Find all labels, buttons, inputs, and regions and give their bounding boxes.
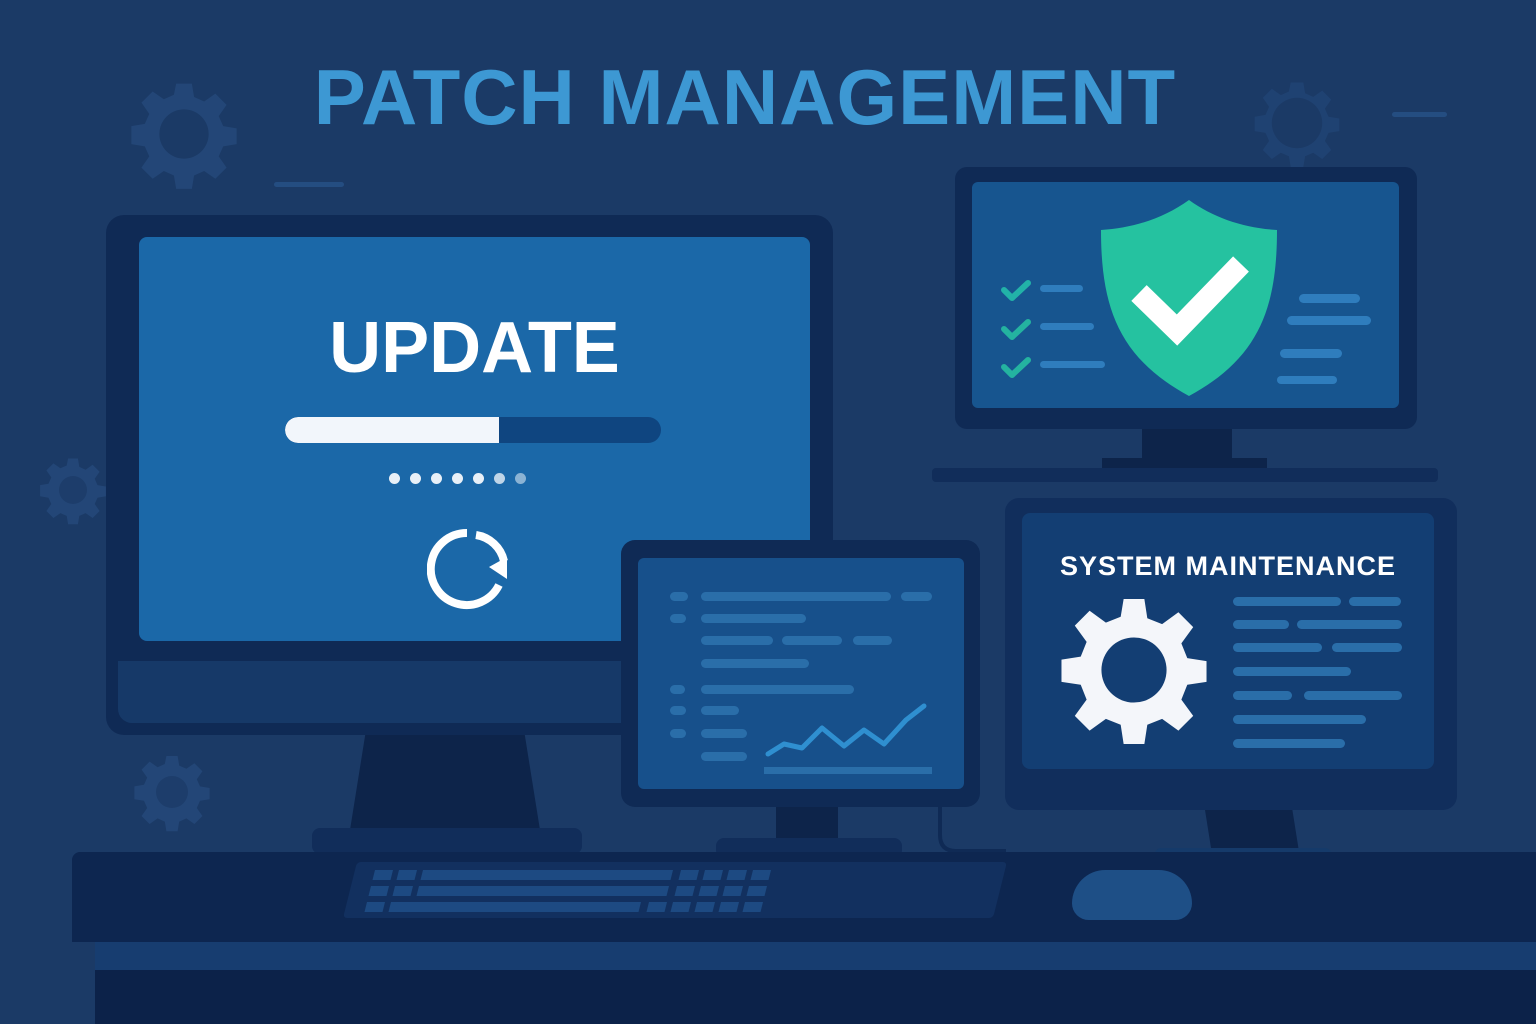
checklist-check-icon xyxy=(1001,357,1031,378)
page-title: PATCH MANAGEMENT xyxy=(313,53,1177,141)
background-gear-icon xyxy=(40,458,106,525)
background-gear-icon xyxy=(1254,82,1340,168)
checklist-check-icon xyxy=(1001,280,1031,301)
main-monitor-stand xyxy=(350,735,540,830)
mouse xyxy=(1072,870,1192,920)
security-monitor-base xyxy=(1102,458,1267,470)
refresh-spinner-icon xyxy=(427,528,508,609)
update-label: UPDATE xyxy=(329,308,620,388)
shelf xyxy=(932,468,1438,482)
main-monitor-base xyxy=(312,828,582,854)
security-screen xyxy=(972,182,1399,408)
background-gear-icon xyxy=(134,756,210,832)
update-progress-bar xyxy=(285,417,661,443)
loading-dots xyxy=(389,473,526,484)
shield-check-icon xyxy=(1101,200,1277,396)
desk-body xyxy=(95,970,1536,1024)
keyboard xyxy=(343,862,1007,918)
maintenance-monitor: SYSTEM MAINTENANCE xyxy=(1005,498,1457,810)
security-monitor xyxy=(955,167,1417,429)
desk-edge xyxy=(95,942,1536,970)
gear-icon xyxy=(1061,598,1207,744)
chart-monitor xyxy=(621,540,980,807)
checklist-check-icon xyxy=(1001,319,1031,340)
maintenance-title: SYSTEM MAINTENANCE xyxy=(1059,551,1396,581)
background-line xyxy=(274,182,344,187)
line-chart-icon xyxy=(764,703,932,774)
maintenance-screen: SYSTEM MAINTENANCE xyxy=(1022,513,1434,769)
monitor-cable xyxy=(938,805,1006,853)
background-gear-icon xyxy=(131,83,237,189)
chart-screen xyxy=(638,558,964,789)
background-line xyxy=(1392,112,1447,117)
